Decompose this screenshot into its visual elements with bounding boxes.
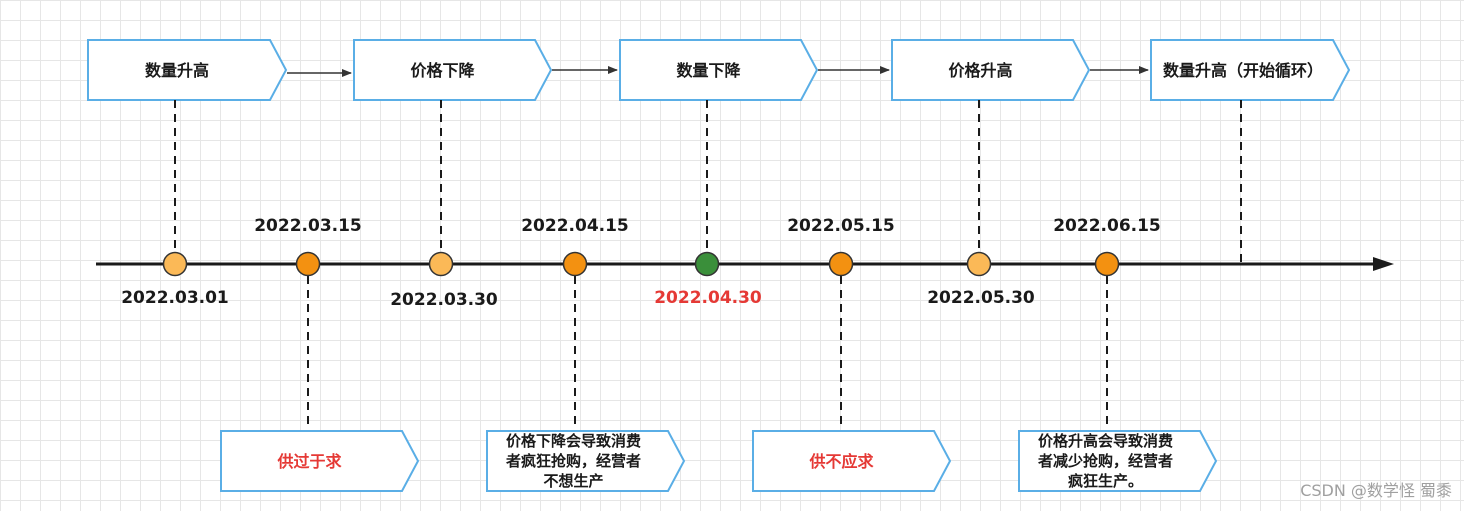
note-label-4: 价格升高会导致消费者减少抢购，经营者疯狂生产。 — [1037, 432, 1173, 490]
timeline-node-0315 — [295, 251, 321, 277]
date-label-0430: 2022.04.30 — [654, 288, 762, 308]
stage-box-3 — [619, 39, 819, 101]
timeline-arrowhead — [1373, 257, 1394, 271]
stage-box-1 — [87, 39, 288, 101]
timeline-node-0301 — [162, 251, 188, 277]
timeline-node-0530 — [966, 251, 992, 277]
stage-label-1: 数量升高 — [144, 60, 209, 80]
stage-box-2 — [353, 39, 553, 101]
note-label-3: 供不应求 — [809, 451, 874, 471]
timeline-node-0515 — [828, 251, 854, 277]
date-label-0530: 2022.05.30 — [927, 288, 1035, 308]
stage-label-3: 数量下降 — [676, 60, 741, 80]
timeline-node-0615 — [1094, 251, 1120, 277]
note-label-1: 供过于求 — [277, 451, 342, 471]
date-label-0315: 2022.03.15 — [254, 216, 362, 236]
date-label-0415: 2022.04.15 — [521, 216, 629, 236]
date-label-0615: 2022.06.15 — [1053, 216, 1161, 236]
date-label-0515: 2022.05.15 — [787, 216, 895, 236]
date-label-0330: 2022.03.30 — [390, 290, 498, 310]
watermark-text: CSDN @数学怪 蜀黍 — [1300, 481, 1452, 500]
stage-label-4: 价格升高 — [948, 60, 1013, 80]
date-label-0301: 2022.03.01 — [121, 288, 229, 308]
note-box-4 — [1018, 430, 1218, 492]
stage-box-4 — [891, 39, 1091, 101]
stage-box-5 — [1150, 39, 1351, 101]
note-box-3 — [752, 430, 952, 492]
timeline-node-0415 — [562, 251, 588, 277]
stage-label-5: 数量升高（开始循环） — [1163, 60, 1324, 80]
note-box-1 — [220, 430, 420, 492]
note-box-2 — [486, 430, 686, 492]
note-label-2: 价格下降会导致消费者疯狂抢购，经营者不想生产 — [505, 432, 641, 490]
timeline-node-0330 — [428, 251, 454, 277]
stage-label-2: 价格下降 — [410, 60, 475, 80]
timeline-node-0430 — [694, 251, 720, 277]
